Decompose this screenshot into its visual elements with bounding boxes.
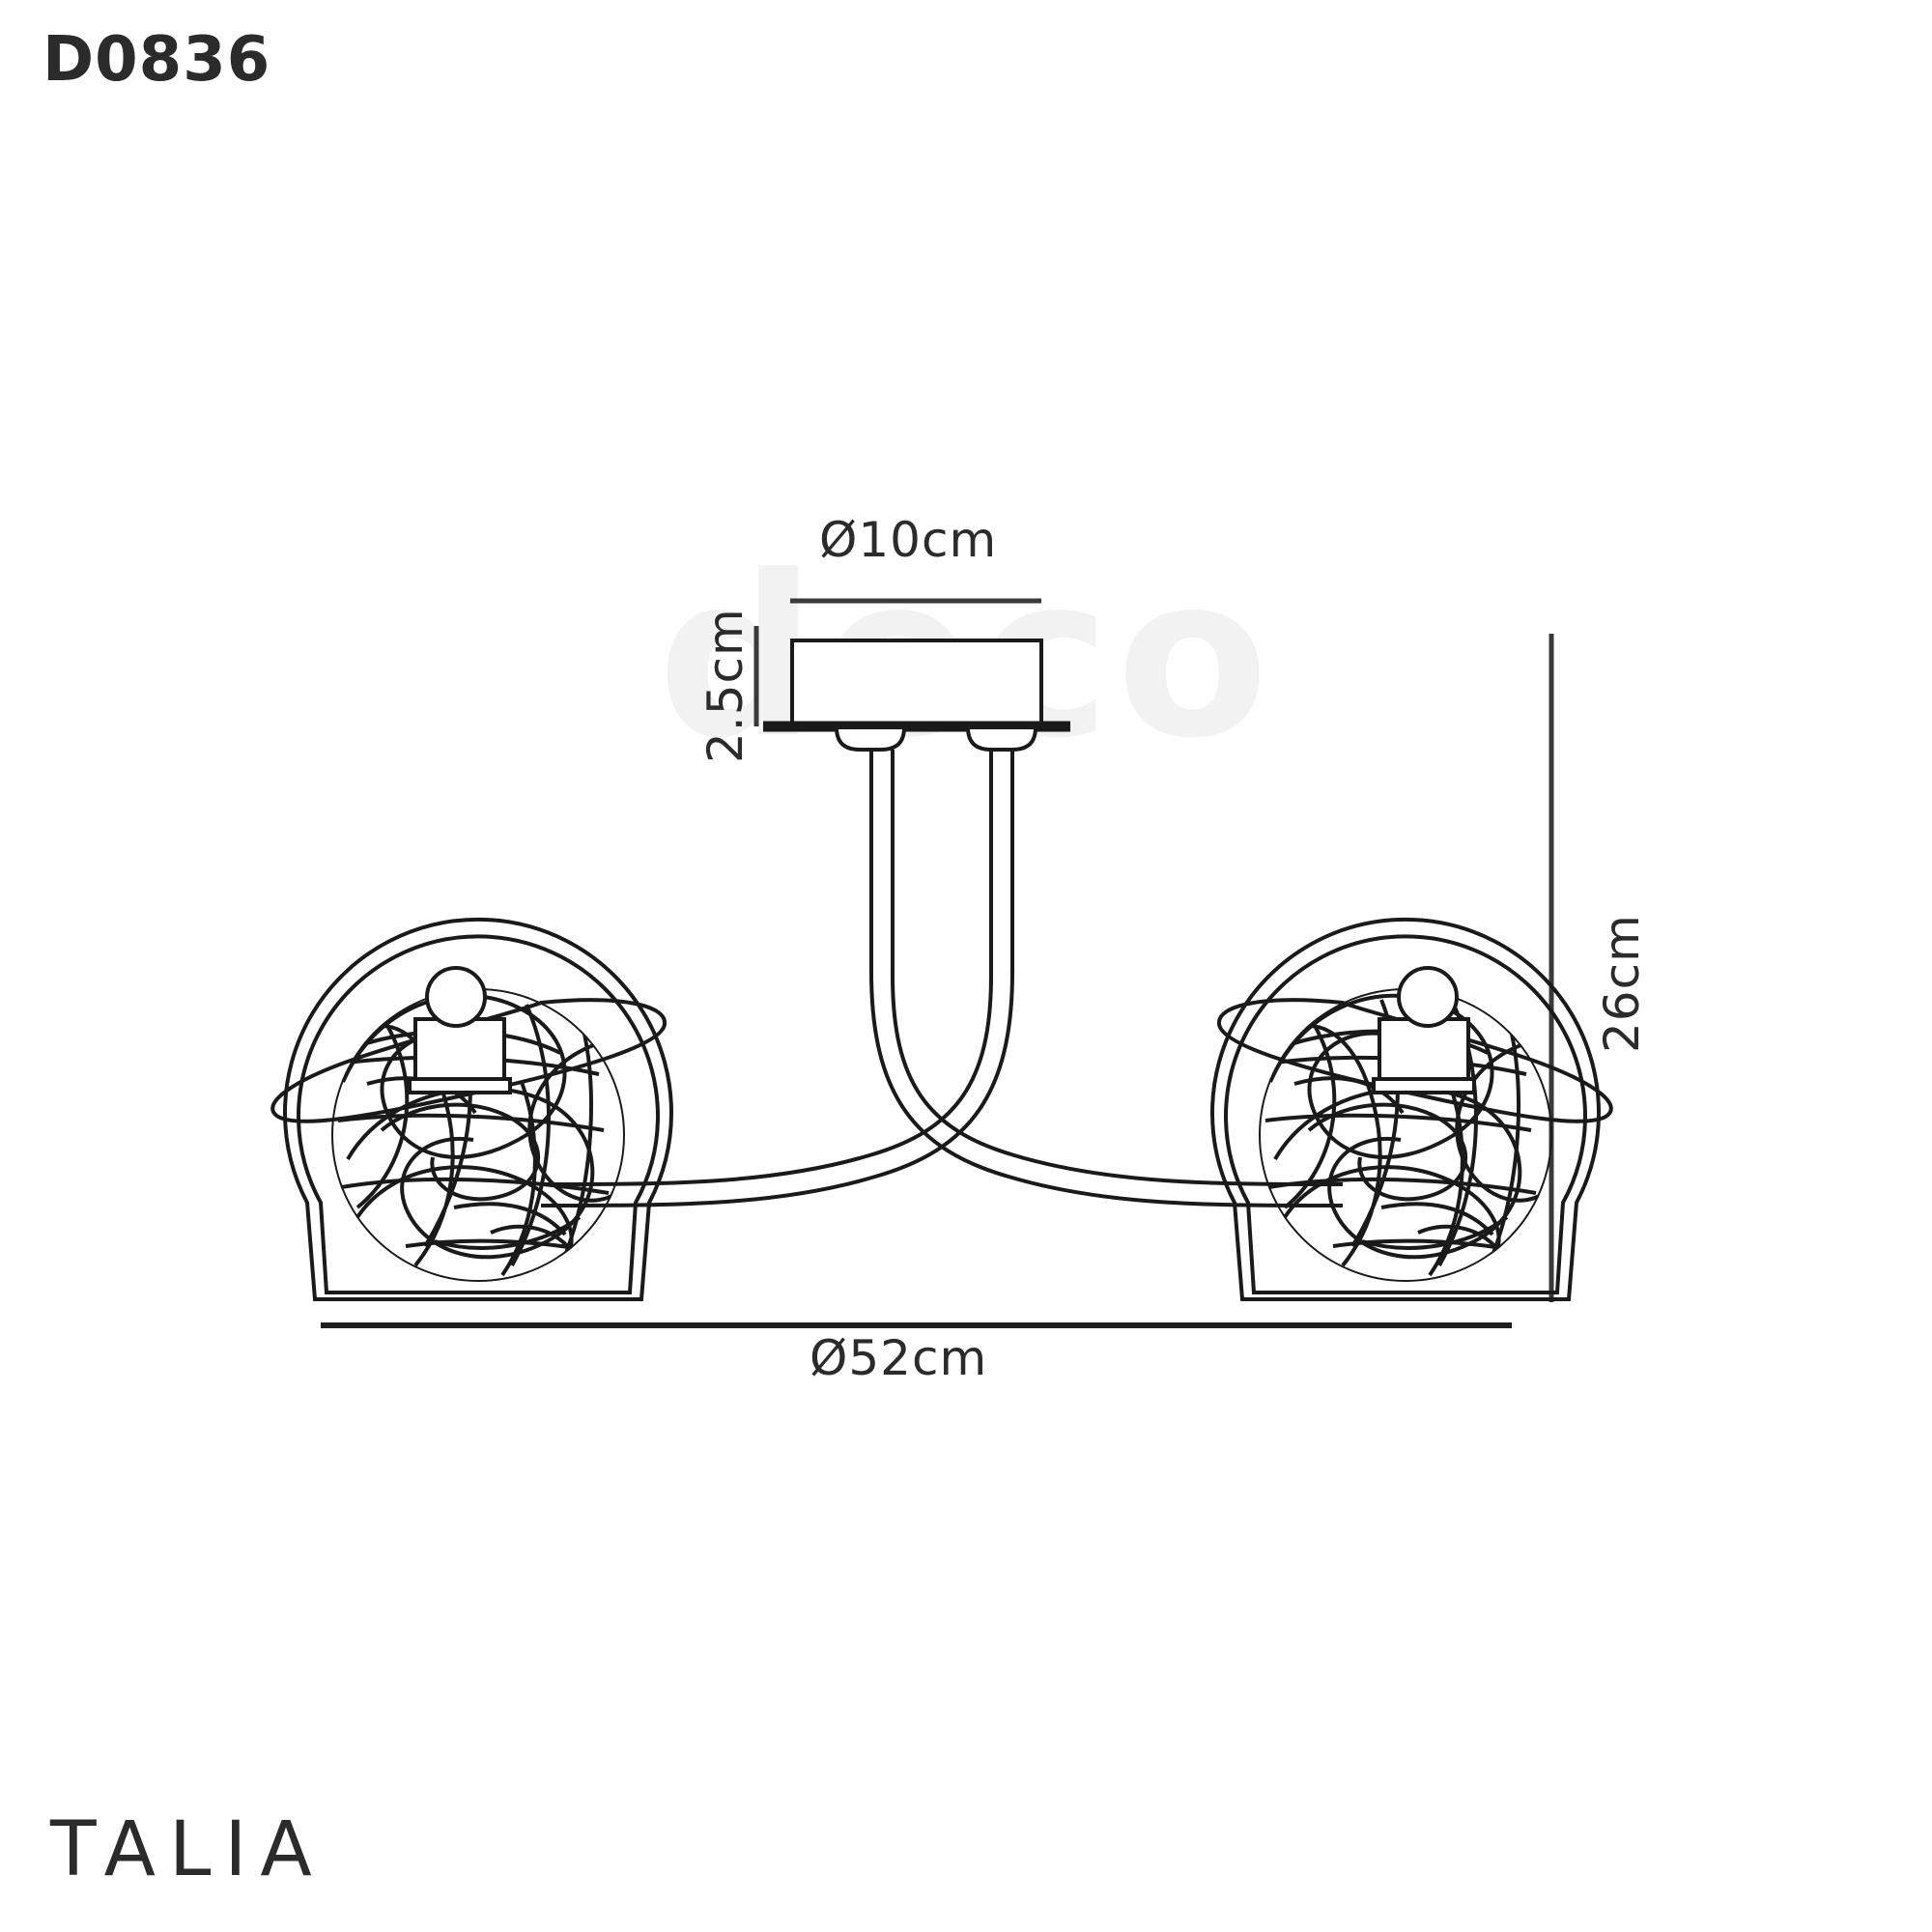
arm-collars	[834, 725, 1038, 752]
decor-ring-left	[270, 998, 667, 1123]
dimension-label-overall-height: 26cm	[1594, 914, 1650, 1053]
glass-globe-shade-right	[1210, 917, 1601, 1301]
dimension-label-overall-width: Ø52cm	[810, 1330, 988, 1386]
finial-ball-left	[425, 966, 487, 1028]
decor-ring-right	[1217, 998, 1613, 1123]
dimension-lines	[321, 598, 1554, 1328]
finial-ball-right	[1397, 966, 1459, 1028]
ceiling-canopy-plate	[763, 639, 1070, 732]
dimension-label-canopy-diameter: Ø10cm	[819, 512, 998, 568]
lamp-holder-left	[408, 1017, 512, 1094]
dimension-label-canopy-height: 2.5cm	[697, 608, 753, 763]
brand-name: TALIA	[50, 1806, 326, 1893]
curved-arm-left	[540, 750, 1014, 1208]
product-code: D0836	[43, 24, 271, 96]
lamp-holder-right	[1372, 1017, 1476, 1094]
curved-arm-right	[869, 750, 1344, 1208]
glass-globe-shade-left	[283, 917, 673, 1301]
